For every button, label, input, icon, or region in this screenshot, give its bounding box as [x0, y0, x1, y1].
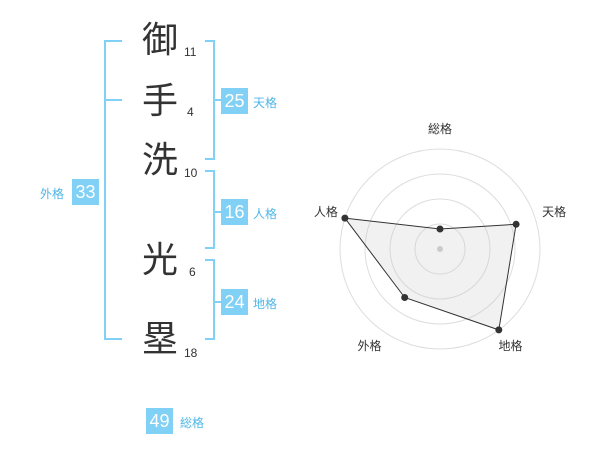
stroke-count-3: 10 — [184, 166, 198, 180]
jinkaku-bracket — [205, 170, 221, 249]
radar-point-1 — [436, 225, 444, 233]
radar-center-dot — [437, 246, 443, 252]
soukaku-value: 49 — [146, 408, 173, 434]
radar-ring-1 — [414, 223, 466, 275]
name-char-3: 洗 — [141, 140, 178, 181]
radar-point-4 — [401, 294, 409, 301]
chikaku-label: 地格 — [253, 297, 278, 311]
name-char-1: 御 — [141, 20, 178, 61]
radar-point-2 — [512, 220, 520, 228]
chikaku-value: 24 — [221, 289, 248, 315]
gaikaku-value: 33 — [72, 179, 99, 205]
radar-series-polygon — [343, 217, 517, 331]
soukaku-label: 総格 — [180, 416, 205, 430]
radar-axis-label-5: 人格 — [314, 204, 338, 219]
radar-axis-label-4: 外格 — [357, 338, 381, 353]
radar-ring-4 — [339, 148, 541, 350]
radar-point-5 — [341, 214, 349, 222]
radar-axis-label-1: 総格 — [428, 121, 452, 136]
jinkaku-label: 人格 — [253, 207, 278, 221]
radar-axis-label-3: 地格 — [498, 338, 522, 353]
radar-axis-label-2: 天格 — [542, 204, 566, 219]
radar-ring-3 — [364, 173, 516, 325]
jinkaku-value: 16 — [221, 199, 248, 225]
radar-point-3 — [495, 326, 503, 334]
stroke-count-5: 18 — [184, 346, 198, 360]
tenkaku-label: 天格 — [253, 96, 278, 110]
gaikaku-bracket — [104, 40, 122, 340]
gaikaku-label: 外格 — [40, 187, 65, 201]
chikaku-bracket — [205, 259, 221, 340]
name-char-5: 塁 — [141, 319, 178, 360]
stroke-count-4: 6 — [189, 265, 196, 279]
stroke-count-1: 11 — [184, 45, 197, 59]
radar-ring-2 — [389, 198, 491, 300]
name-char-4: 光 — [141, 240, 178, 281]
stroke-count-2: 4 — [187, 105, 194, 119]
tenkaku-value: 25 — [221, 88, 248, 114]
name-char-2: 手 — [141, 81, 178, 122]
tenkaku-bracket — [205, 40, 221, 160]
